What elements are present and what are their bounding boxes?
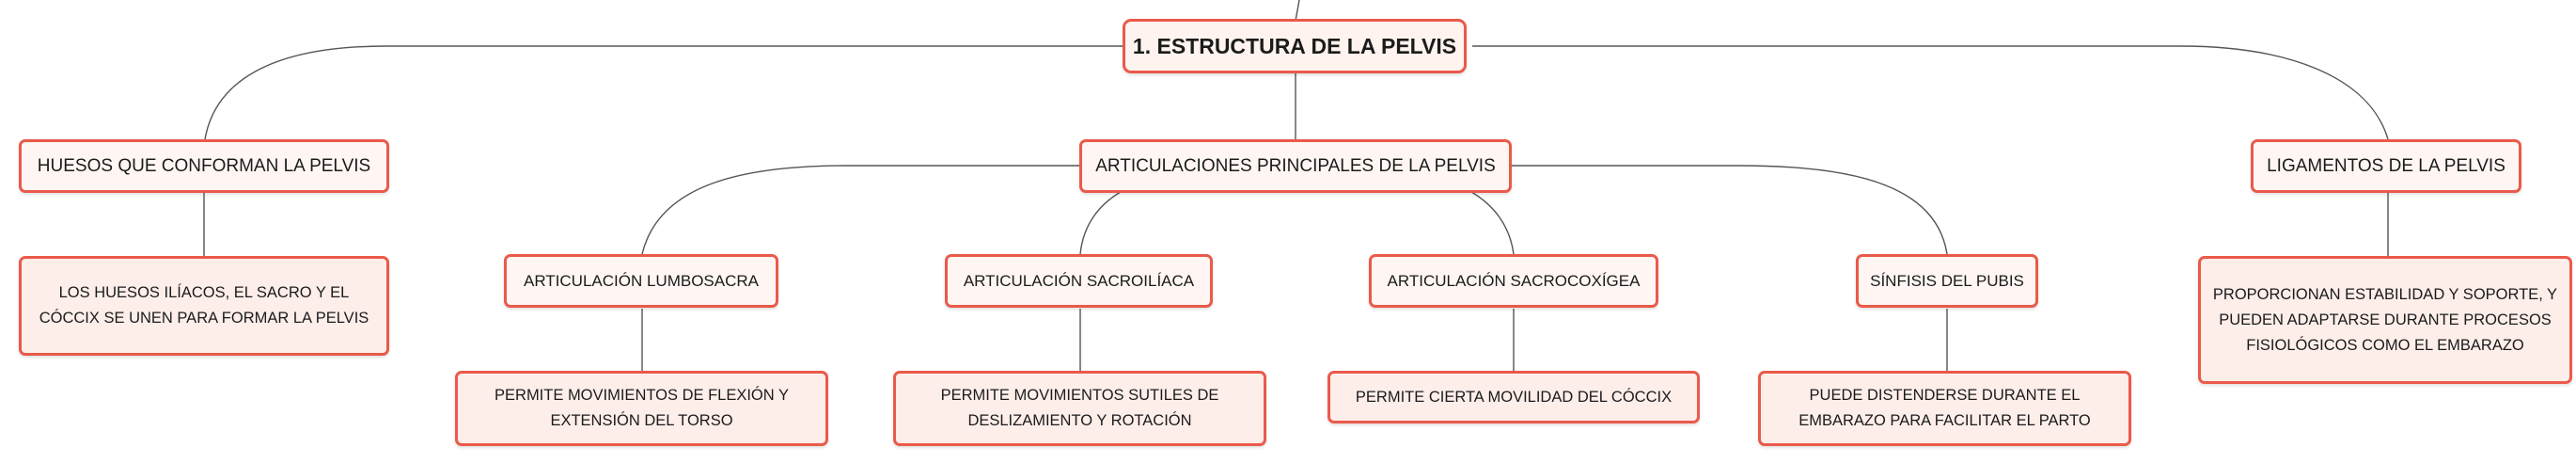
topic-ligamentos[interactable]: LIGAMENTOS DE LA PELVIS [2251, 139, 2521, 193]
topic-ligamentos-label: LIGAMENTOS DE LA PELVIS [2267, 155, 2505, 176]
subtopic-sacrocoxigea-label: ARTICULACIÓN SACROCOXÍGEA [1387, 271, 1641, 290]
connector-root-huesos [204, 45, 1123, 140]
subtopic-sacroiliaca[interactable]: ARTICULACIÓN SACROILÍACA [945, 254, 1213, 308]
topic-articulaciones[interactable]: ARTICULACIONES PRINCIPALES DE LA PELVIS [1079, 139, 1512, 193]
detail-ligamentos-text: PROPORCIONAN ESTABILIDAD Y SOPORTE, Y PU… [2212, 285, 2558, 354]
topic-huesos[interactable]: HUESOS QUE CONFORMAN LA PELVIS [19, 139, 389, 193]
connector-art-sacroiliaca [1079, 191, 1122, 255]
subtopic-sinfisis-label: SÍNFISIS DEL PUBIS [1870, 271, 2024, 290]
subtopic-sacrocoxigea[interactable]: ARTICULACIÓN SACROCOXÍGEA [1369, 254, 1658, 308]
topic-articulaciones-label: ARTICULACIONES PRINCIPALES DE LA PELVIS [1095, 155, 1496, 176]
topic-huesos-label: HUESOS QUE CONFORMAN LA PELVIS [37, 155, 371, 176]
connector-root-ligamentos [1472, 45, 2389, 140]
detail-sinfisis[interactable]: PUEDE DISTENDERSE DURANTE EL EMBARAZO PA… [1758, 371, 2131, 446]
detail-sacrocoxigea[interactable]: PERMITE CIERTA MOVILIDAD DEL CÓCCIX [1327, 371, 1700, 423]
detail-ligamentos[interactable]: PROPORCIONAN ESTABILIDAD Y SOPORTE, Y PU… [2198, 256, 2572, 384]
connector-art-sinfisis [1512, 165, 1948, 255]
connector-art-sacrocoxigea [1470, 191, 1515, 255]
detail-huesos-text: LOS HUESOS ILÍACOS, EL SACRO Y EL CÓCCIX… [39, 284, 369, 327]
detail-lumbosacra[interactable]: PERMITE MOVIMIENTOS DE FLEXIÓN Y EXTENSI… [455, 371, 828, 446]
detail-sinfisis-text: PUEDE DISTENDERSE DURANTE EL EMBARAZO PA… [1798, 387, 2091, 429]
subtopic-lumbosacra[interactable]: ARTICULACIÓN LUMBOSACRA [504, 254, 778, 308]
subtopic-sacroiliaca-label: ARTICULACIÓN SACROILÍACA [963, 271, 1195, 290]
detail-sacroiliaca-text: PERMITE MOVIMIENTOS SUTILES DE DESLIZAMI… [940, 387, 1219, 429]
detail-huesos[interactable]: LOS HUESOS ILÍACOS, EL SACRO Y EL CÓCCIX… [19, 256, 389, 356]
subtopic-lumbosacra-label: ARTICULACIÓN LUMBOSACRA [523, 271, 759, 290]
root-topic-label: 1. ESTRUCTURA DE LA PELVIS [1132, 33, 1457, 58]
connector-art-lumbosacra [641, 165, 1079, 255]
detail-sacroiliaca[interactable]: PERMITE MOVIMIENTOS SUTILES DE DESLIZAMI… [893, 371, 1266, 446]
detail-sacrocoxigea-text: PERMITE CIERTA MOVILIDAD DEL CÓCCIX [1355, 388, 1673, 406]
root-topic[interactable]: 1. ESTRUCTURA DE LA PELVIS [1123, 19, 1467, 73]
detail-lumbosacra-text: PERMITE MOVIMIENTOS DE FLEXIÓN Y EXTENSI… [495, 387, 789, 429]
subtopic-sinfisis[interactable]: SÍNFISIS DEL PUBIS [1856, 254, 2038, 308]
connector-root-parent [1295, 0, 1300, 22]
